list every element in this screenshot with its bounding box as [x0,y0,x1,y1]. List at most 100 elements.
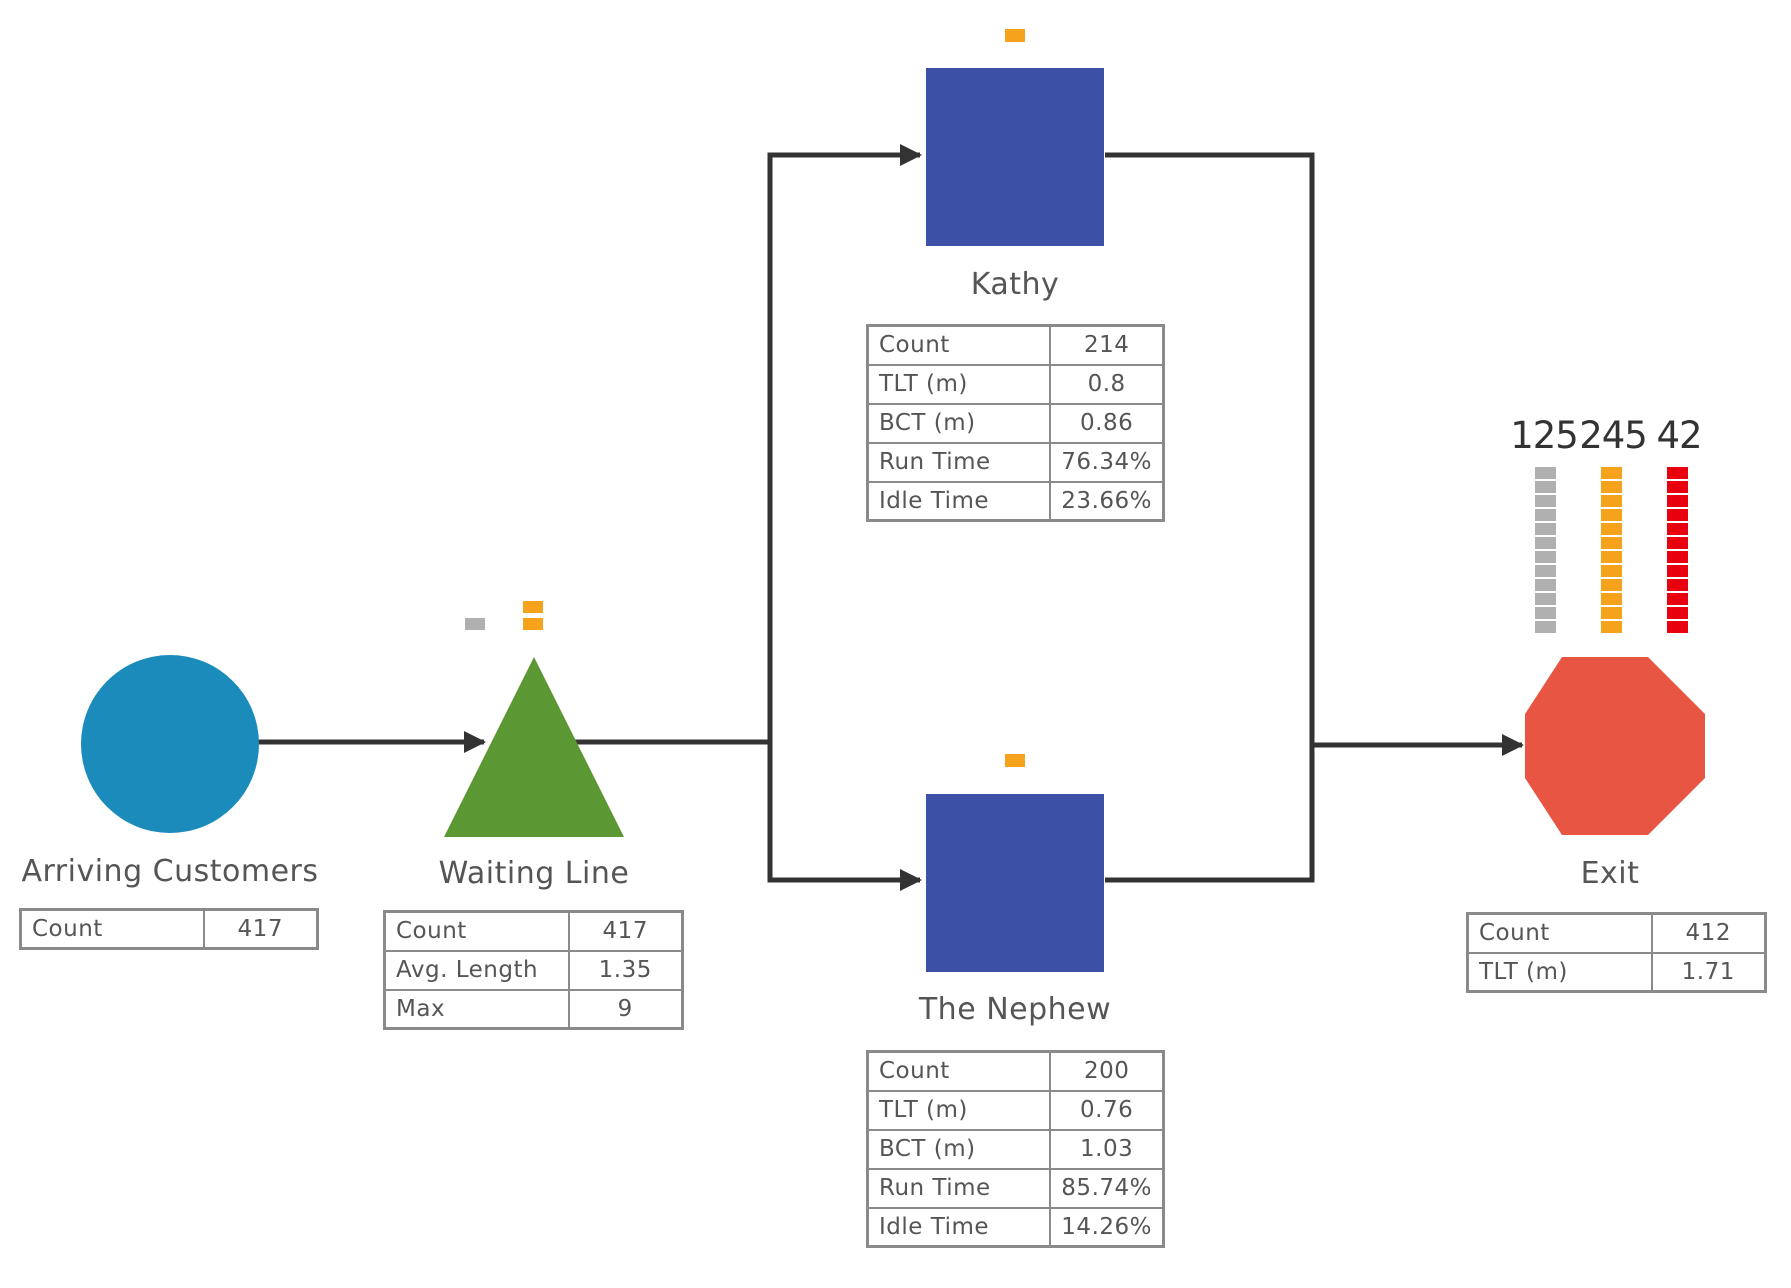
stat-key: TLT (m) [866,363,1052,405]
table-row: Count 412 [1466,912,1767,954]
stat-value: 417 [567,910,684,952]
nephew-label: The Nephew [918,992,1112,1027]
stat-value: 200 [1049,1050,1165,1092]
exit-counter-bar-red [1667,509,1688,521]
stat-value: 417 [202,908,319,950]
exit-counter-bar-red [1667,621,1688,633]
stat-key: BCT (m) [866,402,1052,444]
stat-value: 9 [567,988,684,1030]
exit-sink-icon[interactable] [1525,657,1705,835]
exit-counter-bar-gray [1535,593,1556,605]
exit-counter-bar-gray [1535,621,1556,633]
exit-counter-bar-gray [1535,481,1556,493]
exit-counter-bar-orange [1601,593,1622,605]
exit-counter-bar-gray [1535,607,1556,619]
stat-key: Avg. Length [383,949,570,991]
stat-value: 1.03 [1049,1128,1165,1170]
stat-key: Run Time [866,1167,1052,1209]
stat-key: Count [866,324,1052,366]
waiting-line-queue-indicators [465,601,543,630]
connectors [255,144,1524,891]
table-row: Count 200 [866,1050,1165,1092]
table-row: Run Time 85.74% [866,1167,1165,1209]
stat-value: 214 [1049,324,1165,366]
exit-counter-bar-red [1667,481,1688,493]
exit-counter-bar-orange [1601,551,1622,563]
waiting-line-queue-icon[interactable] [444,657,624,837]
table-row: Idle Time 23.66% [866,480,1165,522]
stat-key: Idle Time [866,480,1052,522]
table-row: BCT (m) 0.86 [866,402,1165,444]
stat-value: 23.66% [1049,480,1165,522]
exit-counter-bar-red [1667,537,1688,549]
exit-counter-orange: 245 [1579,414,1648,457]
stat-key: Count [866,1050,1052,1092]
connector-kathy-to-merge [1105,152,1315,742]
kathy-server-icon[interactable] [926,68,1104,246]
stat-key: Max [383,988,570,1030]
exit-counter-bar-orange [1601,481,1622,493]
exit-counter-bar-gray [1535,565,1556,577]
exit-counter-bar-gray [1535,579,1556,591]
table-row: Run Time 76.34% [866,441,1165,483]
stat-value: 14.26% [1049,1206,1165,1248]
stat-key: BCT (m) [866,1128,1052,1170]
table-row: BCT (m) 1.03 [866,1128,1165,1170]
stat-key: Run Time [866,441,1052,483]
exit-counter-bar-red [1667,467,1688,479]
table-row: Count 417 [19,908,319,950]
exit-counter-bar-orange [1601,509,1622,521]
connector-nephew-to-merge [1105,742,1315,883]
connector-split-to-kathy [767,144,922,742]
stat-key: TLT (m) [866,1089,1052,1131]
connector-split-to-nephew [767,742,922,891]
arriving-customers-source-icon[interactable] [81,655,259,833]
table-row: TLT (m) 0.8 [866,363,1165,405]
queue-orange-indicator [523,601,543,613]
waiting-line-stats-table: Count 417 Avg. Length 1.35 Max 9 [383,910,684,1030]
exit-counter-bar-orange [1601,579,1622,591]
stat-value: 85.74% [1049,1167,1165,1209]
exit-counter-bar-red [1667,551,1688,563]
exit-counter-bar-orange [1601,523,1622,535]
exit-counter-bar-red [1667,565,1688,577]
stat-value: 0.86 [1049,402,1165,444]
arriving-customers-label: Arriving Customers [21,854,319,889]
table-row: Avg. Length 1.35 [383,949,684,991]
exit-counter-bar-gray [1535,523,1556,535]
stat-key: Idle Time [866,1206,1052,1248]
exit-counter-gray: 125 [1510,414,1579,457]
exit-counter-red: 42 [1656,414,1702,457]
stat-key: TLT (m) [1466,951,1653,993]
stat-value: 1.35 [567,949,684,991]
exit-counter-bar-orange [1601,495,1622,507]
kathy-label: Kathy [970,267,1060,302]
exit-counter-bar-gray [1535,551,1556,563]
exit-counter-bar-red [1667,607,1688,619]
table-row: TLT (m) 1.71 [1466,951,1767,993]
arriving-customers-stats-table: Count 417 [19,908,319,950]
nephew-server-icon[interactable] [926,794,1104,972]
waiting-line-label: Waiting Line [438,856,630,891]
stat-value: 1.71 [1650,951,1767,993]
exit-stats-table: Count 412 TLT (m) 1.71 [1466,912,1767,993]
exit-counter-bar-orange [1601,621,1622,633]
exit-counter-bar-orange [1601,607,1622,619]
table-row: Idle Time 14.26% [866,1206,1165,1248]
exit-counter-bar-orange [1601,565,1622,577]
stat-key: Count [19,908,205,950]
kathy-busy-indicator [1005,29,1025,42]
table-row: Count 417 [383,910,684,952]
exit-counter-bar-gray [1535,509,1556,521]
exit-counter-bar-gray [1535,495,1556,507]
nephew-stats-table: Count 200 TLT (m) 0.76 BCT (m) 1.03 Run … [866,1050,1165,1248]
exit-counter-bars [1535,467,1688,633]
exit-counter-bar-gray [1535,467,1556,479]
exit-counter-bar-gray [1535,537,1556,549]
exit-counter-bar-orange [1601,537,1622,549]
table-row: Count 214 [866,324,1165,366]
exit-counter-bar-orange [1601,467,1622,479]
stat-key: Count [1466,912,1653,954]
table-row: TLT (m) 0.76 [866,1089,1165,1131]
